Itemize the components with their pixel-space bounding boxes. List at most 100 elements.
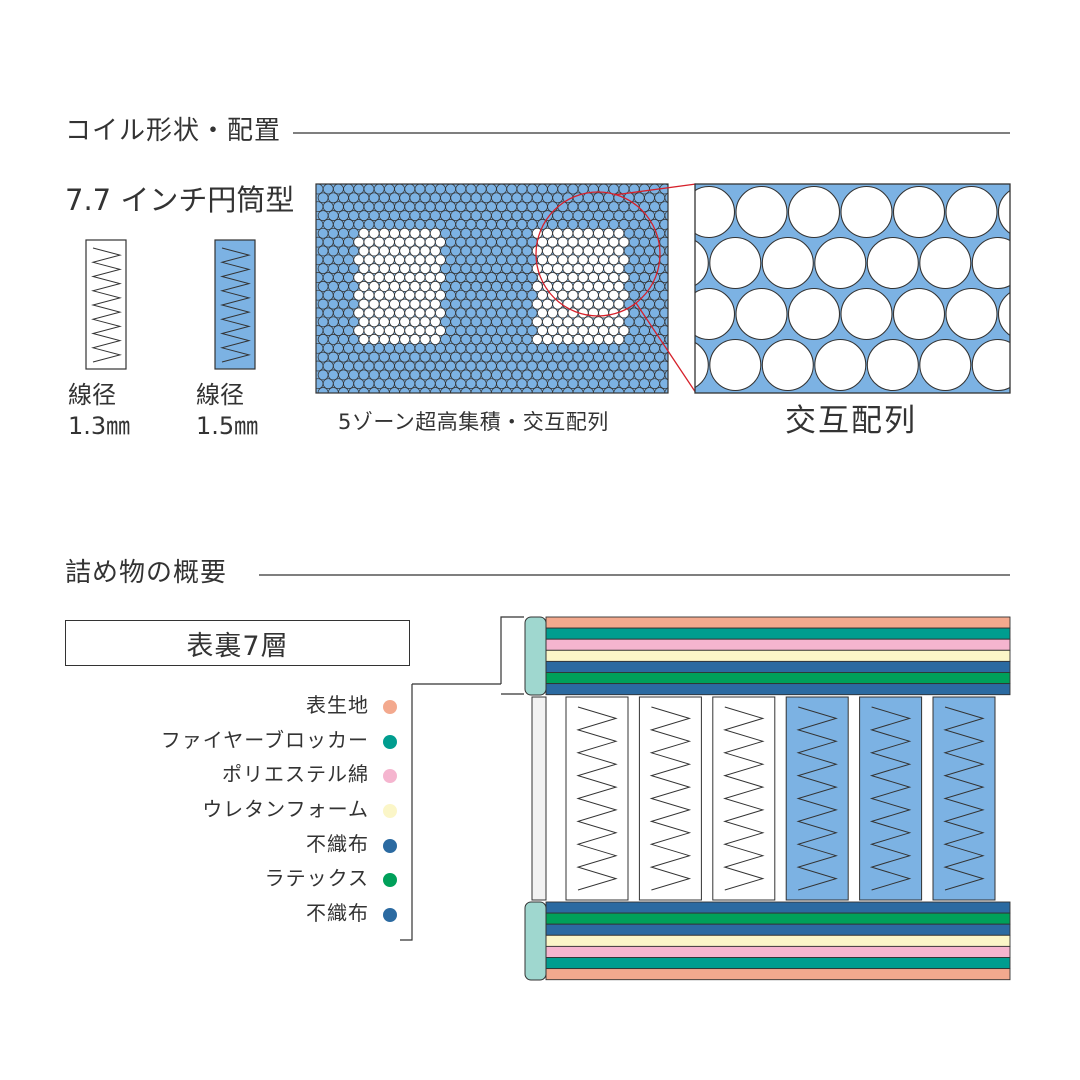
grid-coil xyxy=(348,369,360,381)
grid-coil xyxy=(450,334,462,345)
mattress-cross-section xyxy=(524,616,1011,981)
grid-coil xyxy=(399,227,411,239)
grid-coil xyxy=(633,351,645,363)
grid-coil xyxy=(435,342,446,354)
grid-coil xyxy=(368,192,380,204)
grid-coil xyxy=(348,281,360,292)
grid-coil xyxy=(384,254,395,266)
grid-coil xyxy=(516,378,528,390)
grid-coil xyxy=(338,369,349,381)
grid-coil xyxy=(618,254,630,266)
grid-coil xyxy=(404,201,416,213)
grid-coil xyxy=(373,219,385,230)
grid-coil xyxy=(516,360,528,372)
grid-coil xyxy=(511,192,523,204)
grid-coil xyxy=(445,201,456,213)
grid-coil xyxy=(343,236,354,248)
grid-coil xyxy=(465,236,477,248)
grid-coil xyxy=(628,236,640,248)
grid-coil xyxy=(460,227,472,239)
grid-coil xyxy=(343,378,354,390)
grid-coil xyxy=(445,325,456,336)
grid-coil xyxy=(368,351,380,363)
grid-coil xyxy=(445,360,456,372)
grid-coil xyxy=(445,184,456,195)
grid-coil xyxy=(542,192,553,204)
grid-coil xyxy=(440,245,451,257)
grid-coil xyxy=(327,263,339,274)
grid-coil xyxy=(664,334,668,345)
grid-coil xyxy=(322,254,334,266)
filling-section-title: 詰め物の概要 xyxy=(65,558,228,588)
grid-coil xyxy=(465,307,477,319)
grid-coil xyxy=(557,236,569,248)
grid-coil xyxy=(333,396,343,406)
grid-coil xyxy=(633,281,645,292)
grid-coil xyxy=(496,219,507,230)
grid-coil xyxy=(608,219,620,230)
grid-coil xyxy=(608,236,620,248)
zoom-coil xyxy=(695,185,736,239)
grid-coil xyxy=(491,281,502,292)
grid-coil xyxy=(537,325,548,336)
grid-coil xyxy=(552,263,564,274)
grid-coil xyxy=(613,334,625,345)
grid-coil xyxy=(633,245,645,257)
grid-coil xyxy=(593,281,604,292)
grid-coil xyxy=(348,298,360,310)
grid-coil xyxy=(429,369,441,381)
grid-coil xyxy=(486,342,497,354)
grid-coil xyxy=(675,317,685,327)
grid-coil xyxy=(511,369,523,381)
coil-15mm-illustration xyxy=(214,239,256,370)
grid-coil xyxy=(618,360,630,372)
grid-coil xyxy=(327,351,339,363)
grid-coil xyxy=(496,236,507,248)
grid-coil xyxy=(507,396,517,406)
legend-dot-2 xyxy=(383,769,397,783)
grid-coil xyxy=(316,360,324,372)
grid-coil xyxy=(440,351,451,363)
grid-coil xyxy=(317,210,329,221)
grid-coil xyxy=(588,396,598,406)
grid-coil xyxy=(333,360,344,372)
edge-foam-bottom xyxy=(524,901,547,981)
grid-coil xyxy=(639,236,650,248)
top-layer-1 xyxy=(545,627,1011,640)
zoom-coil xyxy=(709,338,762,392)
grid-coil xyxy=(548,396,558,406)
grid-coil xyxy=(506,342,518,354)
grid-coil xyxy=(409,281,421,292)
grid-coil xyxy=(435,236,446,248)
grid-coil xyxy=(516,254,528,266)
grid-coil xyxy=(547,342,558,354)
grid-coil xyxy=(435,201,446,213)
grid-coil xyxy=(480,192,492,204)
grid-coil xyxy=(613,210,625,221)
grid-coil xyxy=(670,396,680,406)
zoom-coil xyxy=(787,287,841,341)
wire-gauge-13-value: 1.3㎜ xyxy=(68,412,131,441)
grid-coil xyxy=(491,245,502,257)
grid-coil xyxy=(363,378,375,390)
grid-coil xyxy=(552,334,564,345)
grid-coil xyxy=(394,184,405,195)
grid-coil xyxy=(455,184,467,195)
grid-coil xyxy=(562,316,574,328)
grid-coil xyxy=(475,219,487,230)
grid-coil xyxy=(526,360,538,372)
grid-coil xyxy=(659,378,668,390)
grid-coil xyxy=(664,210,668,221)
grid-coil xyxy=(609,396,619,406)
grid-coil xyxy=(552,369,564,381)
grid-coil xyxy=(338,245,349,257)
grid-coil xyxy=(317,263,329,274)
grid-coil xyxy=(562,263,574,274)
zoom-coil xyxy=(997,292,1010,336)
grid-coil xyxy=(633,227,645,239)
grid-coil xyxy=(598,325,609,336)
grid-coil xyxy=(313,396,323,406)
grid-coil xyxy=(547,325,558,336)
grid-coil xyxy=(516,184,528,195)
top-layer-stack xyxy=(545,616,1011,696)
